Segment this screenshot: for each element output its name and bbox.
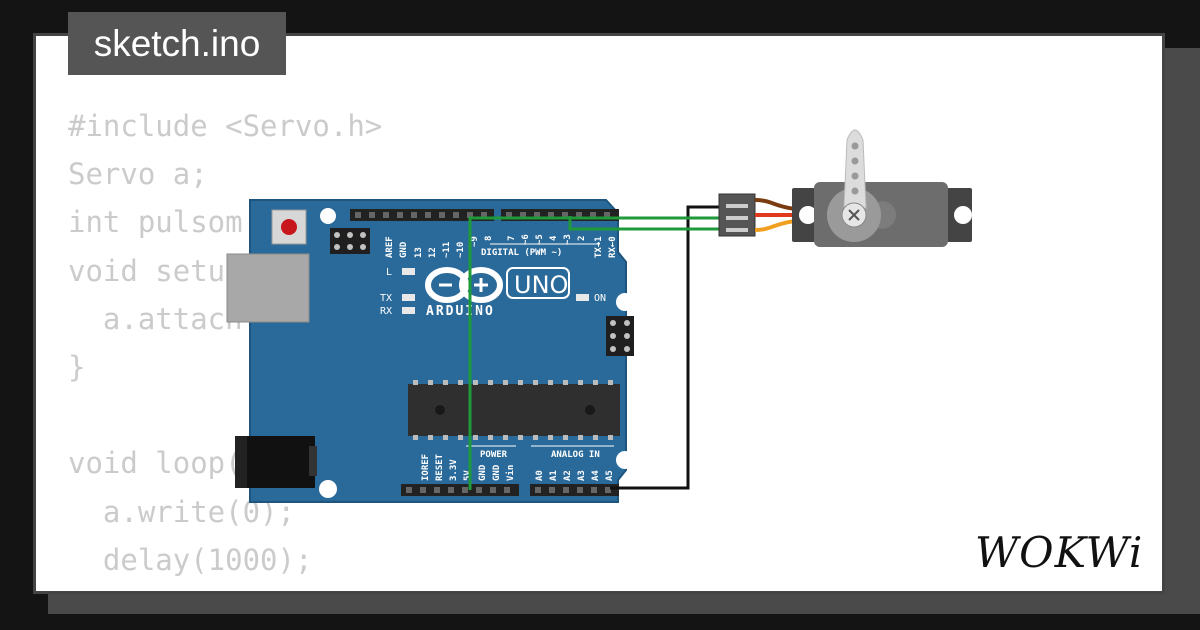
pin-label: A1 (549, 470, 559, 481)
pin-label: 7 (507, 236, 517, 241)
code-line: delay(1000); (68, 542, 313, 577)
led-on-label: ON (594, 293, 606, 304)
pin-label: 12 (428, 247, 438, 258)
pin-label: AREF (385, 236, 395, 258)
wokwi-logo: WOKWi (975, 528, 1144, 577)
pin-label: 5V (463, 470, 473, 481)
servo-screw-icon (848, 209, 860, 221)
pin-label: ~9 (470, 236, 480, 247)
code-line: } (68, 349, 86, 384)
led-on (576, 294, 589, 301)
led-l-label: L (386, 267, 392, 278)
pin-label: GND (492, 464, 502, 481)
code-listing: #include <Servo.h>Servo a;int pulsom = 0… (68, 102, 592, 592)
model-label: UNO (514, 271, 568, 299)
code-line: Servo a; (68, 157, 208, 192)
code-line: a.write(90); (68, 584, 592, 592)
pin-label: A3 (577, 470, 587, 481)
servo-mount-hole (954, 206, 972, 224)
pin-label: ~11 (442, 242, 452, 258)
pin-label: 13 (414, 247, 424, 258)
pin-label: ~6 (521, 234, 531, 245)
digital-header (350, 209, 619, 221)
digital-label: DIGITAL (PWM ~) (481, 248, 562, 258)
power-wire[interactable] (468, 216, 720, 490)
led-tx-label: TX (380, 293, 392, 304)
mounting-hole (616, 293, 634, 311)
pin-label: TX→1 (594, 236, 604, 258)
led-tx (402, 294, 415, 301)
led-rx (402, 307, 415, 314)
pin-label: GND (478, 464, 488, 481)
code-line: #include <Servo.h> (68, 109, 383, 143)
mounting-hole (320, 208, 336, 224)
atmega-chip (408, 380, 620, 440)
uno-badge (506, 267, 570, 299)
pin-label: GND (399, 241, 409, 258)
pin-label: A0 (535, 470, 545, 481)
pin-label: RESET (435, 453, 445, 481)
signal-wire[interactable] (568, 216, 720, 231)
pin-label: RX←0 (608, 236, 618, 258)
arduino-uno-board[interactable]: AREF GND 13 12 ~11 ~10 ~9 8 7 ~6 ~5 4 ~3… (226, 199, 634, 503)
mounting-hole (319, 480, 337, 498)
usb-port[interactable] (226, 253, 310, 323)
pin-label: 4 (549, 235, 559, 241)
pin-label: IOREF (421, 454, 431, 481)
servo-mount-hole (799, 206, 817, 224)
pin-label: A4 (591, 470, 601, 481)
mounting-hole (616, 451, 634, 469)
pin-label: ~10 (456, 242, 466, 258)
icsp-header-right (606, 316, 634, 356)
led-l (402, 268, 415, 275)
pin-label: 3.3V (449, 459, 459, 481)
pin-label: 2 (577, 236, 587, 241)
analog-label: ANALOG IN (551, 450, 600, 460)
pin-label: ~5 (535, 234, 545, 245)
pin-label: ~3 (563, 234, 573, 245)
arduino-logo (425, 267, 503, 303)
servo-motor[interactable] (718, 129, 972, 247)
power-label: POWER (480, 450, 508, 460)
brand-label: ARDUINO (426, 304, 495, 319)
pin-label: Vin (505, 465, 516, 481)
ground-wire[interactable] (610, 205, 720, 490)
power-analog-header (401, 484, 619, 496)
wires (468, 205, 720, 490)
led-rx-label: RX (380, 306, 392, 317)
pin-label: 8 (484, 236, 494, 241)
pin-label: A2 (563, 470, 573, 481)
power-jack[interactable] (235, 436, 317, 488)
reset-button[interactable] (271, 209, 307, 245)
icsp-header-top (330, 228, 370, 254)
pin-label: A5 (605, 470, 615, 481)
servo-horn[interactable] (843, 129, 867, 209)
file-tab[interactable]: sketch.ino (68, 12, 286, 75)
